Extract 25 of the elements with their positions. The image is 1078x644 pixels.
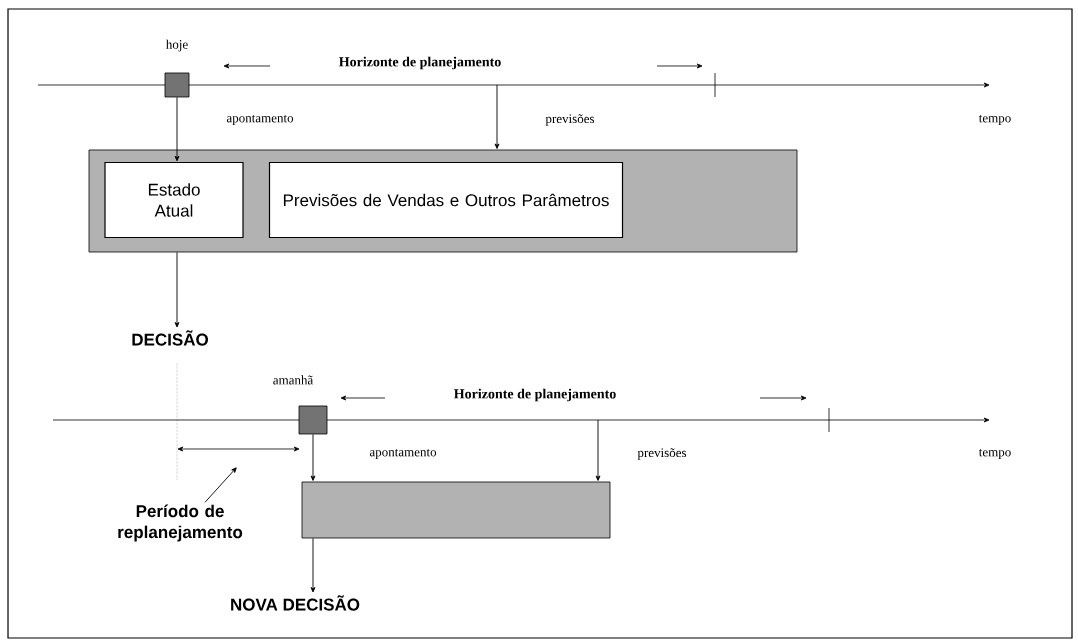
marker-square — [298, 405, 328, 435]
arrow — [494, 84, 500, 149]
arrow — [174, 251, 180, 328]
arrow — [595, 419, 601, 481]
edge-label: apontamento — [226, 114, 294, 126]
text-box: Previsões de Vendas e Outros Parâmetros — [268, 161, 624, 239]
decision-label: DECISÃO — [132, 330, 208, 346]
horizon-label: Horizonte de planejamento — [454, 388, 616, 402]
marker-label: amanhã — [273, 375, 314, 385]
edge-label: previsões — [545, 114, 595, 126]
axis-label: tempo — [978, 448, 1011, 460]
marker-label: hoje — [165, 39, 188, 52]
edge-label: previsões — [637, 448, 687, 460]
arrow — [310, 537, 316, 593]
decision-label: NOVA DECISÃO — [231, 595, 360, 611]
edge-label: apontamento — [369, 448, 437, 460]
horizon-label: Horizonte de planejamento — [339, 56, 501, 70]
system-box — [301, 481, 611, 539]
text-box: Estado Atual — [104, 161, 244, 239]
arrow — [174, 96, 180, 162]
leader-line — [204, 467, 237, 503]
marker-square — [164, 72, 190, 98]
axis-label: tempo — [978, 114, 1011, 126]
period-label: Período de replanejamento — [118, 504, 243, 542]
arrow — [310, 433, 316, 481]
